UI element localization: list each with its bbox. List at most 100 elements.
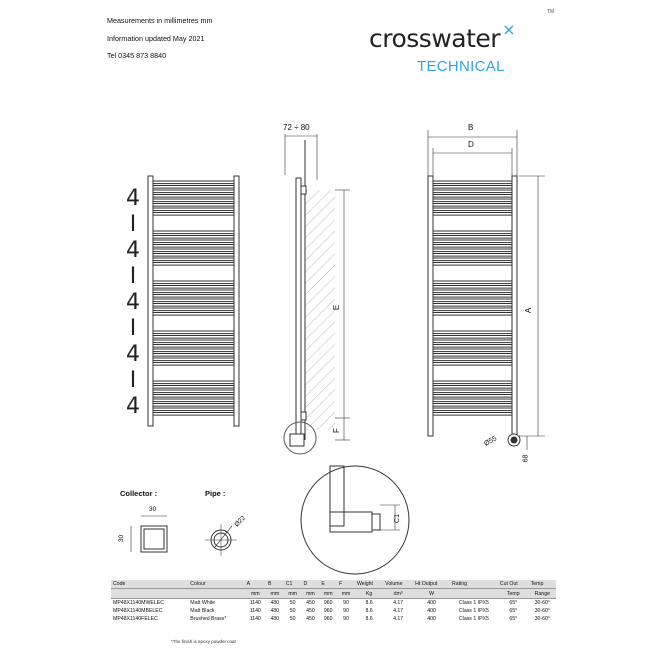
rail-bar <box>152 357 235 362</box>
rail-bar <box>152 253 235 257</box>
rail-bar <box>432 244 513 248</box>
dim-a: A <box>524 307 534 314</box>
table-cell: 960 <box>323 608 333 614</box>
table-unit-cell: mm <box>244 588 266 599</box>
table-cell: 450 <box>306 600 315 606</box>
table-unit-cell: dm³ <box>383 588 414 599</box>
rail-bar <box>432 189 513 194</box>
table-cell: 4.17 <box>393 608 404 614</box>
header-phone: Tel 0345 873 8840 <box>107 51 167 60</box>
dim-b: B <box>468 123 474 132</box>
table-cell: Class 1 IPX5 <box>458 608 489 614</box>
collector-section <box>130 515 168 553</box>
rail-bar <box>152 244 235 248</box>
table-cell: Matt White <box>190 600 216 606</box>
rail-bar <box>152 230 235 235</box>
rail-bar <box>152 280 235 285</box>
table-header-cell: Volume <box>383 580 414 589</box>
rail-bar <box>152 189 235 194</box>
table-cell: 1140 <box>249 600 261 606</box>
rail-bar <box>152 348 235 353</box>
table-cell: 65° <box>509 600 518 606</box>
rail-bar <box>152 344 235 348</box>
table-cell: 400 <box>427 600 436 606</box>
rail-bar <box>432 280 513 285</box>
rear-rails <box>432 180 513 416</box>
rail-bar <box>432 380 513 385</box>
rail-bar <box>432 248 513 253</box>
collector-height: 30 <box>118 534 126 543</box>
rail-bar <box>432 298 513 303</box>
rail-bar <box>432 212 513 216</box>
dim-68: 68 <box>522 454 530 463</box>
collector-width: 30 <box>149 506 157 513</box>
rail-bar <box>152 389 235 394</box>
rail-bar <box>152 248 235 253</box>
rail-bar <box>432 285 513 289</box>
rail-bar <box>152 380 235 385</box>
table-unit-cell: Temp <box>497 588 529 599</box>
rail-bar <box>152 194 235 198</box>
table-cell: 50 <box>289 600 296 606</box>
dim-f: F <box>331 428 341 433</box>
brand-logo: crosswater× <box>369 20 515 53</box>
rail-bar <box>152 307 235 312</box>
rail-bar <box>152 203 235 207</box>
table-cell: 30-60° <box>534 608 550 614</box>
brand-subtitle: TECHNICAL <box>417 58 505 75</box>
table-unit-cell: mm <box>319 588 338 599</box>
side-view <box>283 134 350 455</box>
front-rails <box>152 180 235 416</box>
rail-bar <box>152 257 235 262</box>
rail-bar <box>432 330 513 335</box>
rail-bar <box>432 362 513 366</box>
table-cell: 50 <box>289 608 296 614</box>
table-cell: 400 <box>427 616 436 622</box>
rail-bar <box>432 203 513 207</box>
trademark: TM <box>547 9 555 15</box>
rail-bar <box>432 339 513 344</box>
table-cell: 960 <box>323 616 333 622</box>
table-cell: Brushed Brass* <box>190 616 227 622</box>
rail-bar <box>432 344 513 348</box>
table-header-cell: B <box>265 580 284 589</box>
dim-side-depth: 72 ÷ 80 <box>283 123 310 132</box>
rail-bar <box>152 362 235 366</box>
detail-view <box>300 465 410 575</box>
rail-bar <box>152 335 235 339</box>
table-cell: 4.17 <box>393 616 404 622</box>
table-cell: 30-60° <box>534 600 550 606</box>
rail-bar <box>432 412 513 416</box>
rail-bar <box>432 312 513 316</box>
rail-bar <box>432 194 513 198</box>
rail-bar <box>432 207 513 212</box>
dim-d: D <box>468 140 474 149</box>
table-cell: 480 <box>270 616 280 622</box>
table-header-cell: Rating <box>450 580 498 589</box>
rail-bar <box>152 407 235 412</box>
table-header-cell: Ht Output <box>413 580 450 589</box>
rail-bar <box>152 385 235 389</box>
table-cell: 480 <box>270 600 280 606</box>
front-spacing-label: I <box>129 316 137 341</box>
rail-bar <box>432 407 513 412</box>
rail-bar <box>432 230 513 235</box>
dim-e: E <box>332 304 342 311</box>
table-header-cell: C1 <box>283 580 302 589</box>
collector-label: Collector : <box>120 489 158 498</box>
front-spacing-label: I <box>129 368 137 393</box>
rail-bar <box>432 239 513 244</box>
rail-bar <box>432 198 513 203</box>
table-header-cell: Cut Out <box>497 580 529 589</box>
table-unit-cell: mm <box>337 588 355 599</box>
rail-bar <box>152 235 235 239</box>
rail-bar <box>152 394 235 398</box>
table-cell: 65° <box>509 608 518 614</box>
table-header-cell: Temp <box>528 580 556 589</box>
rail-bar <box>432 403 513 407</box>
rail-bar <box>432 185 513 189</box>
